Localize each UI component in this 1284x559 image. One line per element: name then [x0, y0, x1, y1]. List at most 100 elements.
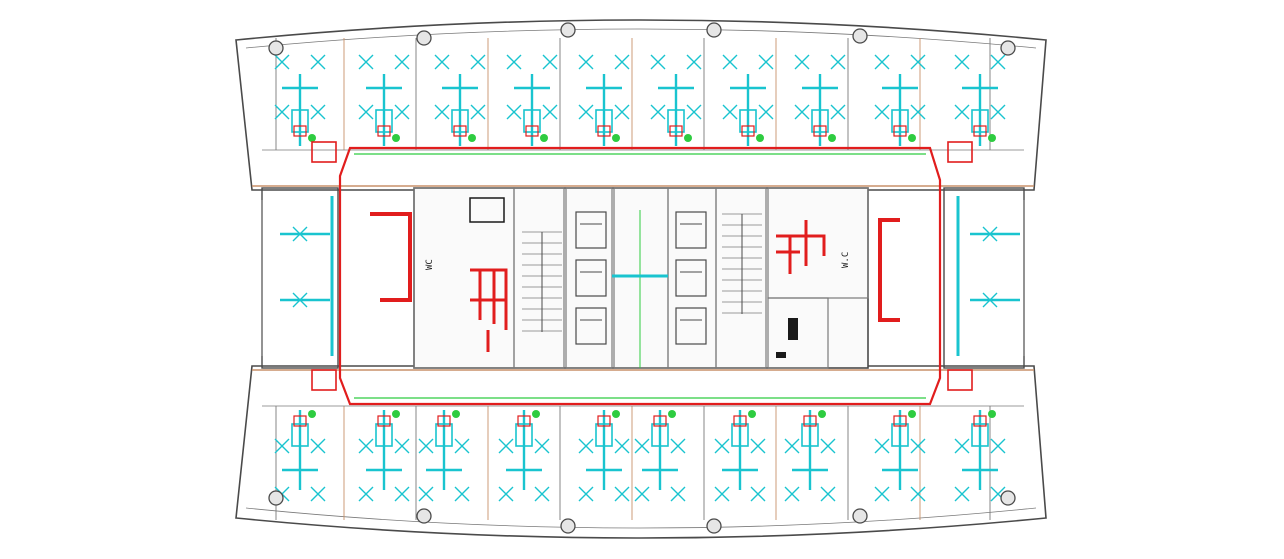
column-icon — [268, 40, 284, 56]
diffuser-icon — [686, 54, 702, 70]
diffuser-icon — [274, 104, 290, 120]
valve-marker — [612, 410, 620, 418]
vav-box — [377, 415, 391, 427]
fan-coil-icon — [801, 423, 819, 447]
diffuser-icon — [454, 486, 470, 502]
ahu-unit — [947, 141, 973, 163]
diffuser-icon — [542, 54, 558, 70]
diffuser-icon — [634, 438, 650, 454]
valve-marker — [988, 134, 996, 142]
fan-coil-icon — [731, 423, 749, 447]
diffuser-icon — [358, 54, 374, 70]
diffuser-icon — [750, 486, 766, 502]
wing-risers — [330, 196, 960, 356]
vav-box — [973, 125, 987, 137]
diffuser-icon — [578, 54, 594, 70]
vav-box — [973, 415, 987, 427]
diffuser-icon — [954, 438, 970, 454]
fan-coil-icon — [891, 109, 909, 133]
vav-box — [525, 125, 539, 137]
diffuser-icon — [358, 486, 374, 502]
room-label-wc-right: W.C — [841, 252, 851, 268]
fixture-left — [469, 197, 505, 223]
fan-coil-icon — [739, 109, 757, 133]
wc-exhaust-right — [776, 220, 826, 274]
fan-coil-icon — [291, 423, 309, 447]
diffuser-icon — [358, 104, 374, 120]
south-wing-outline — [235, 365, 1047, 539]
valve-marker — [532, 410, 540, 418]
diffuser-icon — [498, 486, 514, 502]
diffuser-icon — [274, 438, 290, 454]
valve-marker — [540, 134, 548, 142]
elevator-icon — [575, 211, 607, 249]
fan-coil-icon — [435, 423, 453, 447]
diffuser-icon — [470, 54, 486, 70]
diffuser-icon — [358, 438, 374, 454]
diffuser-icon — [310, 438, 326, 454]
wc-exhaust-left — [470, 268, 508, 352]
diffuser-icon — [758, 54, 774, 70]
south-supply-duct — [722, 410, 758, 490]
main-duct-loop — [338, 146, 942, 406]
vav-box — [733, 415, 747, 427]
diffuser-icon — [394, 54, 410, 70]
diffuser-icon — [498, 438, 514, 454]
valve-marker — [308, 410, 316, 418]
fan-coil-icon — [891, 423, 909, 447]
green-pipe-loop — [354, 153, 926, 399]
fan-coil-icon — [595, 423, 613, 447]
vav-box — [293, 415, 307, 427]
vav-box — [597, 125, 611, 137]
valve-marker — [748, 410, 756, 418]
diffuser-icon — [954, 54, 970, 70]
core-room — [513, 187, 565, 369]
diffuser-icon — [990, 438, 1006, 454]
fixture-right-small — [776, 352, 786, 358]
east-duct-branch — [878, 218, 900, 322]
south-supply-duct — [366, 410, 402, 490]
vav-box — [893, 125, 907, 137]
diffuser-icon — [910, 54, 926, 70]
fixture-right — [788, 318, 798, 340]
ahu-unit — [311, 141, 337, 163]
elevator-icon — [575, 259, 607, 297]
valve-marker — [988, 410, 996, 418]
diffuser-icon — [274, 54, 290, 70]
diffuser-icon — [418, 438, 434, 454]
vav-box — [669, 125, 683, 137]
diffuser-icon — [990, 104, 1006, 120]
diffuser-icon — [614, 54, 630, 70]
diffusers — [274, 54, 1006, 502]
elevator-icon — [675, 259, 707, 297]
diffuser-icon — [990, 54, 1006, 70]
diffuser-icon — [910, 104, 926, 120]
valve-marker — [468, 134, 476, 142]
diffuser-icon — [614, 438, 630, 454]
diffuser-icon — [578, 438, 594, 454]
valve-marker — [392, 410, 400, 418]
vav-box — [517, 415, 531, 427]
diffuser-icon — [954, 104, 970, 120]
south-supply-duct — [882, 410, 918, 490]
diffuser-icon — [784, 438, 800, 454]
valve-marker — [308, 134, 316, 142]
structural-columns — [268, 22, 1016, 534]
diffuser-icon — [506, 54, 522, 70]
diffuser-icon — [830, 54, 846, 70]
elevator-icon — [575, 307, 607, 345]
south-supply-duct — [282, 410, 318, 490]
vav-box — [803, 415, 817, 427]
diffuser-icon — [310, 54, 326, 70]
ahu-unit — [947, 369, 973, 391]
fan-coil-icon — [971, 109, 989, 133]
fan-coil-icon — [595, 109, 613, 133]
vav-box — [741, 125, 755, 137]
service-core — [413, 187, 869, 369]
diffuser-icon — [470, 104, 486, 120]
diffuser-icon — [292, 292, 308, 308]
vav-box — [377, 125, 391, 137]
valve-marker — [452, 410, 460, 418]
diffuser-icon — [310, 104, 326, 120]
